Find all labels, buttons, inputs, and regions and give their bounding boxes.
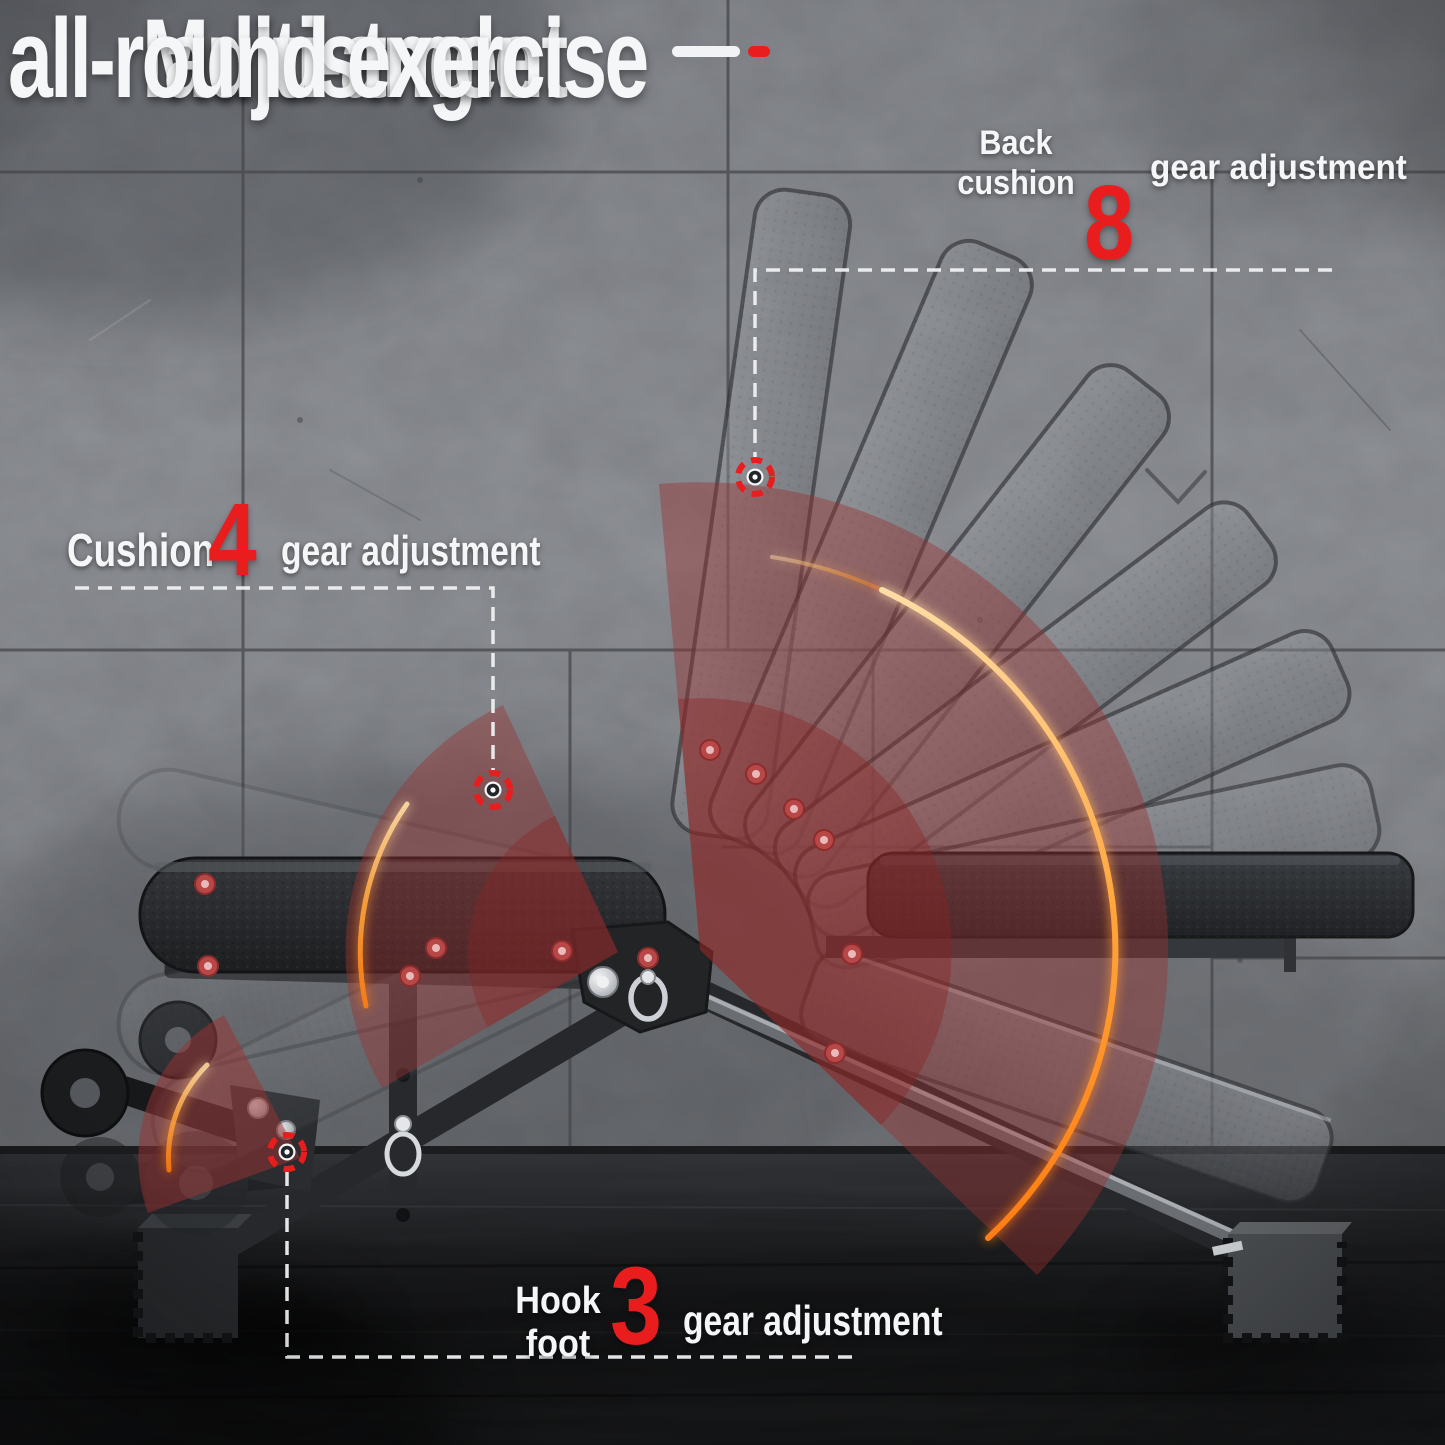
title-dash-red xyxy=(748,46,770,57)
seat-cushion-label: Cushion xyxy=(67,524,215,576)
back-cushion-label-line-1: Back xyxy=(979,124,1053,162)
hook-foot-label-line-1: Hook xyxy=(515,1280,601,1322)
hook-foot-label-line-2: foot xyxy=(525,1322,591,1365)
title-dash-white xyxy=(672,46,740,57)
back-cushion-suffix: gear adjustment xyxy=(1150,148,1407,187)
back-cushion-label-line-2: cushion xyxy=(957,163,1075,202)
back-cushion-gear-count: 8 xyxy=(1084,164,1135,282)
seat-cushion-gear-count: 4 xyxy=(208,482,257,597)
hook-foot-suffix: gear adjustment xyxy=(683,1297,943,1344)
seat-cushion-suffix: gear adjustment xyxy=(281,527,541,574)
page-title-line-1: Multi-angle xyxy=(142,0,539,121)
page-title-line-2: adjustment xyxy=(164,0,568,121)
hook-foot-label: Hook foot xyxy=(504,1280,612,1365)
back-cushion-label: Back cushion xyxy=(953,124,1079,204)
hook-foot-gear-count: 3 xyxy=(610,1245,663,1368)
page-title-line-3: all-round exercise xyxy=(8,0,649,121)
